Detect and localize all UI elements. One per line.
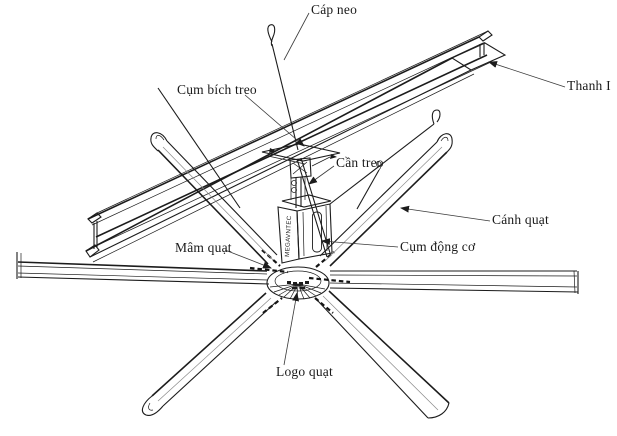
hub-logo-marks [287,281,309,290]
anchor-cable-right-drawing [329,109,441,210]
fan-blade-left-drawing [16,252,270,285]
fan-blade-upper-left-drawing [150,132,278,265]
leader-cum-dong-co [321,238,399,248]
label-canh-quat: Cánh quạt [492,212,549,227]
fan-blade-lower-right-drawing [317,290,450,419]
leader-thanh-i [488,61,566,88]
motor-brand-text: MEGAVNTEC [284,215,293,257]
label-mam-quat: Mâm quạt [175,240,232,255]
label-cum-dong-co: Cụm động cơ [400,239,476,254]
leader-cap-neo [283,12,310,61]
label-logo-quat: Logo quạt [276,364,333,379]
leader-logo-quat [283,292,300,366]
label-can-treo: Cần treo [336,155,384,170]
fan-blade-right-drawing [329,270,579,294]
anchor-cable-center-drawing [267,24,299,151]
motor-assembly-drawing: MEGAVNTEC [277,157,333,264]
leader-lines [224,12,566,366]
i-beam-drawing [85,30,507,263]
label-cum-bich-treo: Cụm bích treo [177,82,257,97]
leader-cum-bich-treo [244,94,305,147]
label-thanh-i: Thanh I [567,78,611,93]
label-cap-neo: Cáp neo [311,2,358,17]
leader-can-treo [308,165,335,185]
leader-canh-quat [400,205,491,222]
leader-mam-quat [224,249,272,269]
fan-blade-lower-left-drawing [141,292,277,416]
anchor-cable-left-drawing [157,87,241,209]
fan-blade-upper-right-drawing [319,133,453,267]
